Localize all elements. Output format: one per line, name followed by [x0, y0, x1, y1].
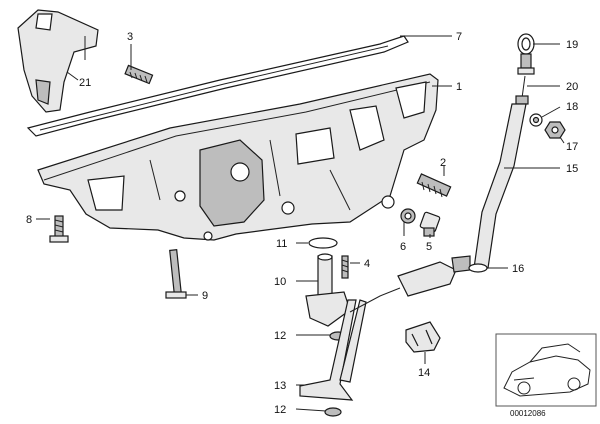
callout-19: 19 [566, 39, 578, 51]
part-9-long-bolt [165, 249, 187, 299]
callout-4: 4 [364, 258, 370, 270]
part-8-bolt [49, 215, 69, 243]
callout-9: 9 [202, 290, 208, 302]
part-1-oil-pan [37, 73, 439, 241]
callout-8: 8 [26, 214, 32, 226]
part-2-drain-bolt [416, 173, 452, 198]
callout-20: 20 [566, 81, 578, 93]
part-13-bracket [299, 299, 367, 401]
callout-16: 16 [512, 263, 524, 275]
callout-3: 3 [127, 31, 133, 43]
oil-level-sensor [349, 255, 471, 313]
vehicle-thumbnail [495, 333, 597, 407]
part-10-pump-tube [305, 253, 351, 327]
part-17-nut [544, 121, 566, 139]
callout-13: 13 [274, 380, 286, 392]
callout-11: 11 [276, 238, 287, 250]
part-18-washer [529, 113, 543, 127]
callout-1: 1 [456, 81, 462, 93]
part-15-guide-tube [473, 103, 527, 269]
leader-lines [36, 35, 565, 412]
callout-17: 17 [566, 141, 578, 153]
part-20-dipstick-rod [515, 75, 529, 105]
part-19-dipstick-handle [517, 33, 535, 75]
part-11-o-ring [308, 237, 338, 249]
callout-7: 7 [456, 31, 462, 43]
callout-5: 5 [426, 241, 432, 253]
part-16-o-ring [468, 263, 488, 273]
part-5-plug [419, 211, 441, 237]
callout-12-lower: 12 [274, 404, 286, 416]
callout-labels: 21 3 7 1 2 6 5 8 9 11 4 10 12 13 12 14 1… [26, 31, 578, 416]
callout-18: 18 [566, 101, 578, 113]
part-3-bolt [124, 64, 154, 85]
part-12-nut-lower [324, 407, 342, 417]
part-14-clip [405, 321, 441, 353]
callout-14: 14 [418, 367, 430, 379]
callout-21: 21 [79, 77, 91, 89]
part-7-gasket [26, 35, 409, 137]
reference-number: 00012086 [510, 409, 546, 418]
callout-15: 15 [566, 163, 578, 175]
part-21-cover [17, 9, 99, 113]
callout-6: 6 [400, 241, 406, 253]
callout-2: 2 [440, 157, 446, 169]
part-4-bolt [341, 255, 349, 279]
part-6-washer [400, 208, 416, 224]
callout-12-upper: 12 [274, 330, 286, 342]
callout-10: 10 [274, 276, 286, 288]
